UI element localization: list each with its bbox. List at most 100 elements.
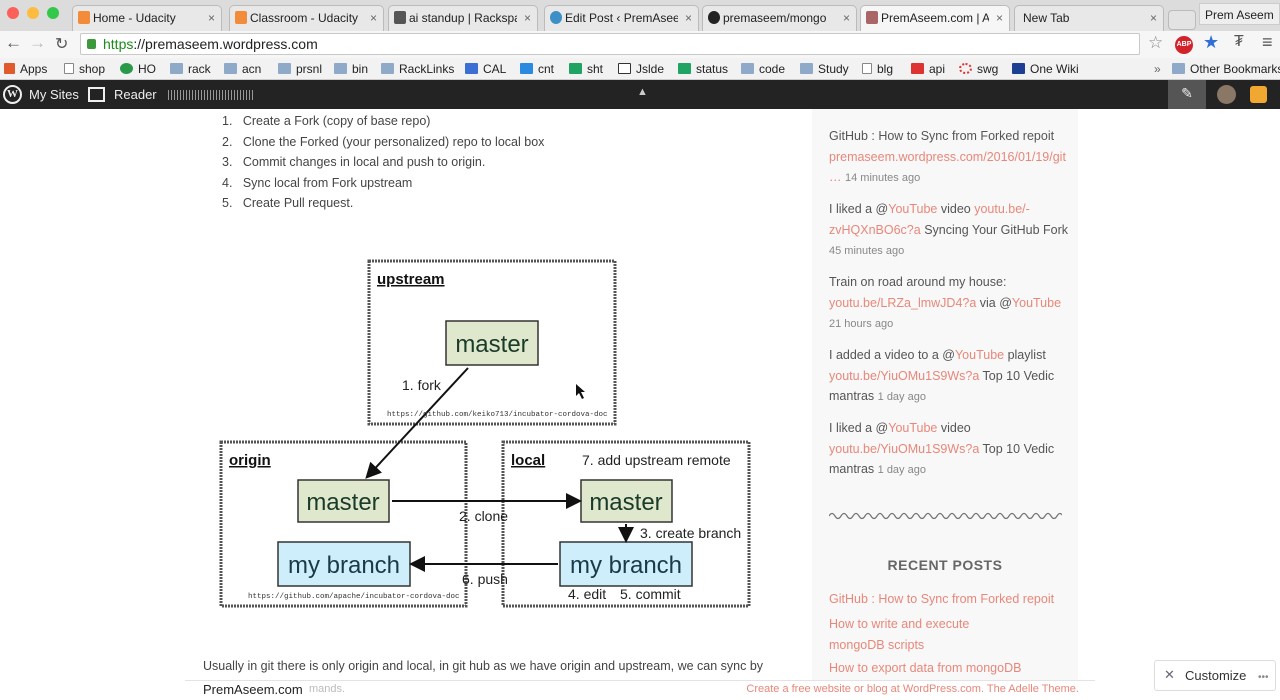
- close-tab-icon[interactable]: ×: [842, 11, 850, 25]
- post-paragraph-tail: mands.: [309, 683, 346, 695]
- tweet-link[interactable]: premaseem.wordpress.com/2016/01/19/git…: [829, 149, 1066, 185]
- bookmark-rack[interactable]: rack: [170, 62, 211, 76]
- tab-new-tab[interactable]: New Tab×: [1014, 5, 1164, 31]
- footer-credit-link[interactable]: Create a free website or blog at WordPre…: [746, 683, 1079, 695]
- bookmark-status[interactable]: status: [678, 62, 728, 76]
- origin-master-node: [297, 479, 390, 523]
- recent-post-link[interactable]: How to write and execute mongoDB scripts: [829, 617, 970, 652]
- sidebar: [812, 109, 1078, 680]
- tweet-link[interactable]: youtu.be/LRZa_lmwJD4?a: [829, 295, 977, 310]
- commit-label: 5. commit: [620, 586, 681, 602]
- back-icon[interactable]: ←: [5, 33, 22, 52]
- udacity-icon: [78, 11, 90, 24]
- close-tab-icon[interactable]: ×: [1149, 11, 1157, 25]
- footer-site-title[interactable]: PremAseem.com: [203, 682, 303, 697]
- bookmark-blg[interactable]: blg: [862, 62, 893, 76]
- recent-post-link[interactable]: How to export data from mongoDB: [829, 661, 1022, 675]
- write-post-icon[interactable]: ✎: [1168, 80, 1206, 109]
- tab-ai-standup[interactable]: ai standup | Rackspace×: [388, 5, 538, 31]
- mouse-cursor-icon: [576, 384, 585, 399]
- bookmark-apps[interactable]: Apps: [4, 62, 47, 76]
- new-tab-button[interactable]: [1168, 10, 1196, 30]
- tab-premaseem-active[interactable]: PremAseem.com | A pl ×: [860, 5, 1010, 31]
- lock-icon: [87, 39, 96, 49]
- reader-icon[interactable]: [88, 87, 105, 102]
- tweet: GitHub : How to Sync from Forked repoit …: [829, 129, 1066, 185]
- tweet-link[interactable]: youtu.be/YiuOMu1S9Ws?a: [829, 368, 980, 383]
- close-tab-icon[interactable]: ×: [369, 11, 377, 25]
- avatar[interactable]: [1217, 85, 1236, 104]
- recent-post-link[interactable]: GitHub : How to Sync from Forked repoit: [829, 592, 1055, 606]
- tab-classroom-udacity[interactable]: Classroom - Udacity×: [229, 5, 384, 31]
- more-options-icon[interactable]: •••: [1258, 672, 1269, 683]
- tab-home-udacity[interactable]: Home - Udacity ×: [72, 5, 222, 31]
- upstream-box: [367, 259, 617, 426]
- extension-icon[interactable]: ₮: [1234, 33, 1244, 50]
- bookmark-cal[interactable]: CAL: [465, 62, 506, 76]
- more-bookmarks-chevron[interactable]: »: [1154, 62, 1161, 76]
- bookmark-acn[interactable]: acn: [224, 62, 261, 76]
- list-item: 5. Create Pull request.: [222, 196, 354, 210]
- url-text: ://premaseem.wordpress.com: [133, 36, 318, 52]
- tweet-link[interactable]: YouTube: [888, 421, 938, 435]
- profile-button[interactable]: Prem Aseem: [1199, 3, 1280, 25]
- clone-label: 2. clone: [459, 508, 508, 524]
- tweet-link[interactable]: youtu.be/-zvHQXnBO6c?a: [829, 202, 1030, 237]
- local-master-node: [580, 479, 673, 523]
- tweet-link[interactable]: youtu.be/YiuOMu1S9Ws?a: [829, 441, 980, 456]
- local-box: [501, 440, 751, 608]
- adblock-icon[interactable]: ABP: [1175, 36, 1193, 54]
- tweet-link[interactable]: YouTube: [954, 348, 1005, 362]
- bookmark-swg[interactable]: swg: [959, 62, 998, 76]
- tools-icon: ✕: [1164, 667, 1175, 682]
- close-tab-icon[interactable]: ×: [523, 11, 531, 25]
- tweet-link[interactable]: YouTube: [1011, 295, 1062, 310]
- origin-label: origin: [229, 452, 271, 469]
- wordpress-admin-bar: W My Sites Reader ▲ ✎: [0, 80, 1280, 109]
- collapse-icon[interactable]: ▲: [637, 86, 648, 98]
- close-tab-icon[interactable]: ×: [995, 11, 1003, 25]
- maximize-window-button[interactable]: [47, 7, 59, 19]
- bookmark-one-wiki[interactable]: One Wiki: [1012, 62, 1079, 76]
- menu-icon[interactable]: ≡: [1262, 32, 1273, 52]
- bookmark-api[interactable]: api: [911, 62, 945, 76]
- tweet-link[interactable]: YouTube: [888, 202, 938, 216]
- wordpress-logo-icon[interactable]: W: [3, 85, 22, 104]
- close-window-button[interactable]: [7, 7, 19, 19]
- tab-edit-post[interactable]: Edit Post ‹ PremAseem ×: [544, 5, 699, 31]
- bookmark-star-icon[interactable]: ☆: [1148, 33, 1164, 52]
- push-label: 6. push: [462, 571, 508, 587]
- bookmark-code[interactable]: code: [741, 62, 785, 76]
- reload-icon[interactable]: ↻: [55, 36, 69, 53]
- address-bar[interactable]: https://premaseem.wordpress.com: [80, 33, 1140, 55]
- notifications-icon[interactable]: [1250, 86, 1267, 103]
- tweet: Train on road around my house: youtu.be/…: [829, 275, 1062, 330]
- bookmark-other[interactable]: Other Bookmarks: [1172, 62, 1280, 76]
- node-label: master: [589, 489, 662, 516]
- bookmark-racklinks[interactable]: RackLinks: [381, 62, 454, 76]
- bookmark-cnt[interactable]: cnt: [520, 62, 554, 76]
- tab-strip: Home - Udacity × Classroom - Udacity× ai …: [0, 0, 1280, 31]
- bookmark-prsnl[interactable]: prsnl: [278, 62, 322, 76]
- tab-label: Edit Post ‹ PremAseem: [565, 11, 678, 25]
- bookmark-study[interactable]: Study: [800, 62, 849, 76]
- close-tab-icon[interactable]: ×: [207, 11, 215, 25]
- bookmark-ho[interactable]: HO: [120, 62, 156, 76]
- reader-link[interactable]: Reader: [114, 87, 157, 102]
- bookmark-bin[interactable]: bin: [334, 62, 368, 76]
- my-sites-link[interactable]: My Sites: [29, 87, 79, 102]
- bookmark-shop[interactable]: shop: [64, 62, 105, 76]
- tab-label: PremAseem.com | A pl: [881, 11, 989, 25]
- bookmark-sht[interactable]: sht: [569, 62, 603, 76]
- origin-branch-node: [277, 541, 411, 587]
- node-label: master: [306, 489, 379, 516]
- tab-github-mongo[interactable]: premaseem/mongo×: [702, 5, 857, 31]
- tab-label: Home - Udacity: [93, 11, 176, 25]
- edit-label: 4. edit: [568, 586, 606, 602]
- close-tab-icon[interactable]: ×: [684, 11, 692, 25]
- bookmark-jslde[interactable]: Jslde: [618, 62, 664, 76]
- star-extension-icon[interactable]: ★: [1203, 32, 1220, 52]
- forward-icon[interactable]: →: [29, 33, 46, 52]
- minimize-window-button[interactable]: [27, 7, 39, 19]
- customize-button[interactable]: ✕ Customize •••: [1154, 660, 1276, 691]
